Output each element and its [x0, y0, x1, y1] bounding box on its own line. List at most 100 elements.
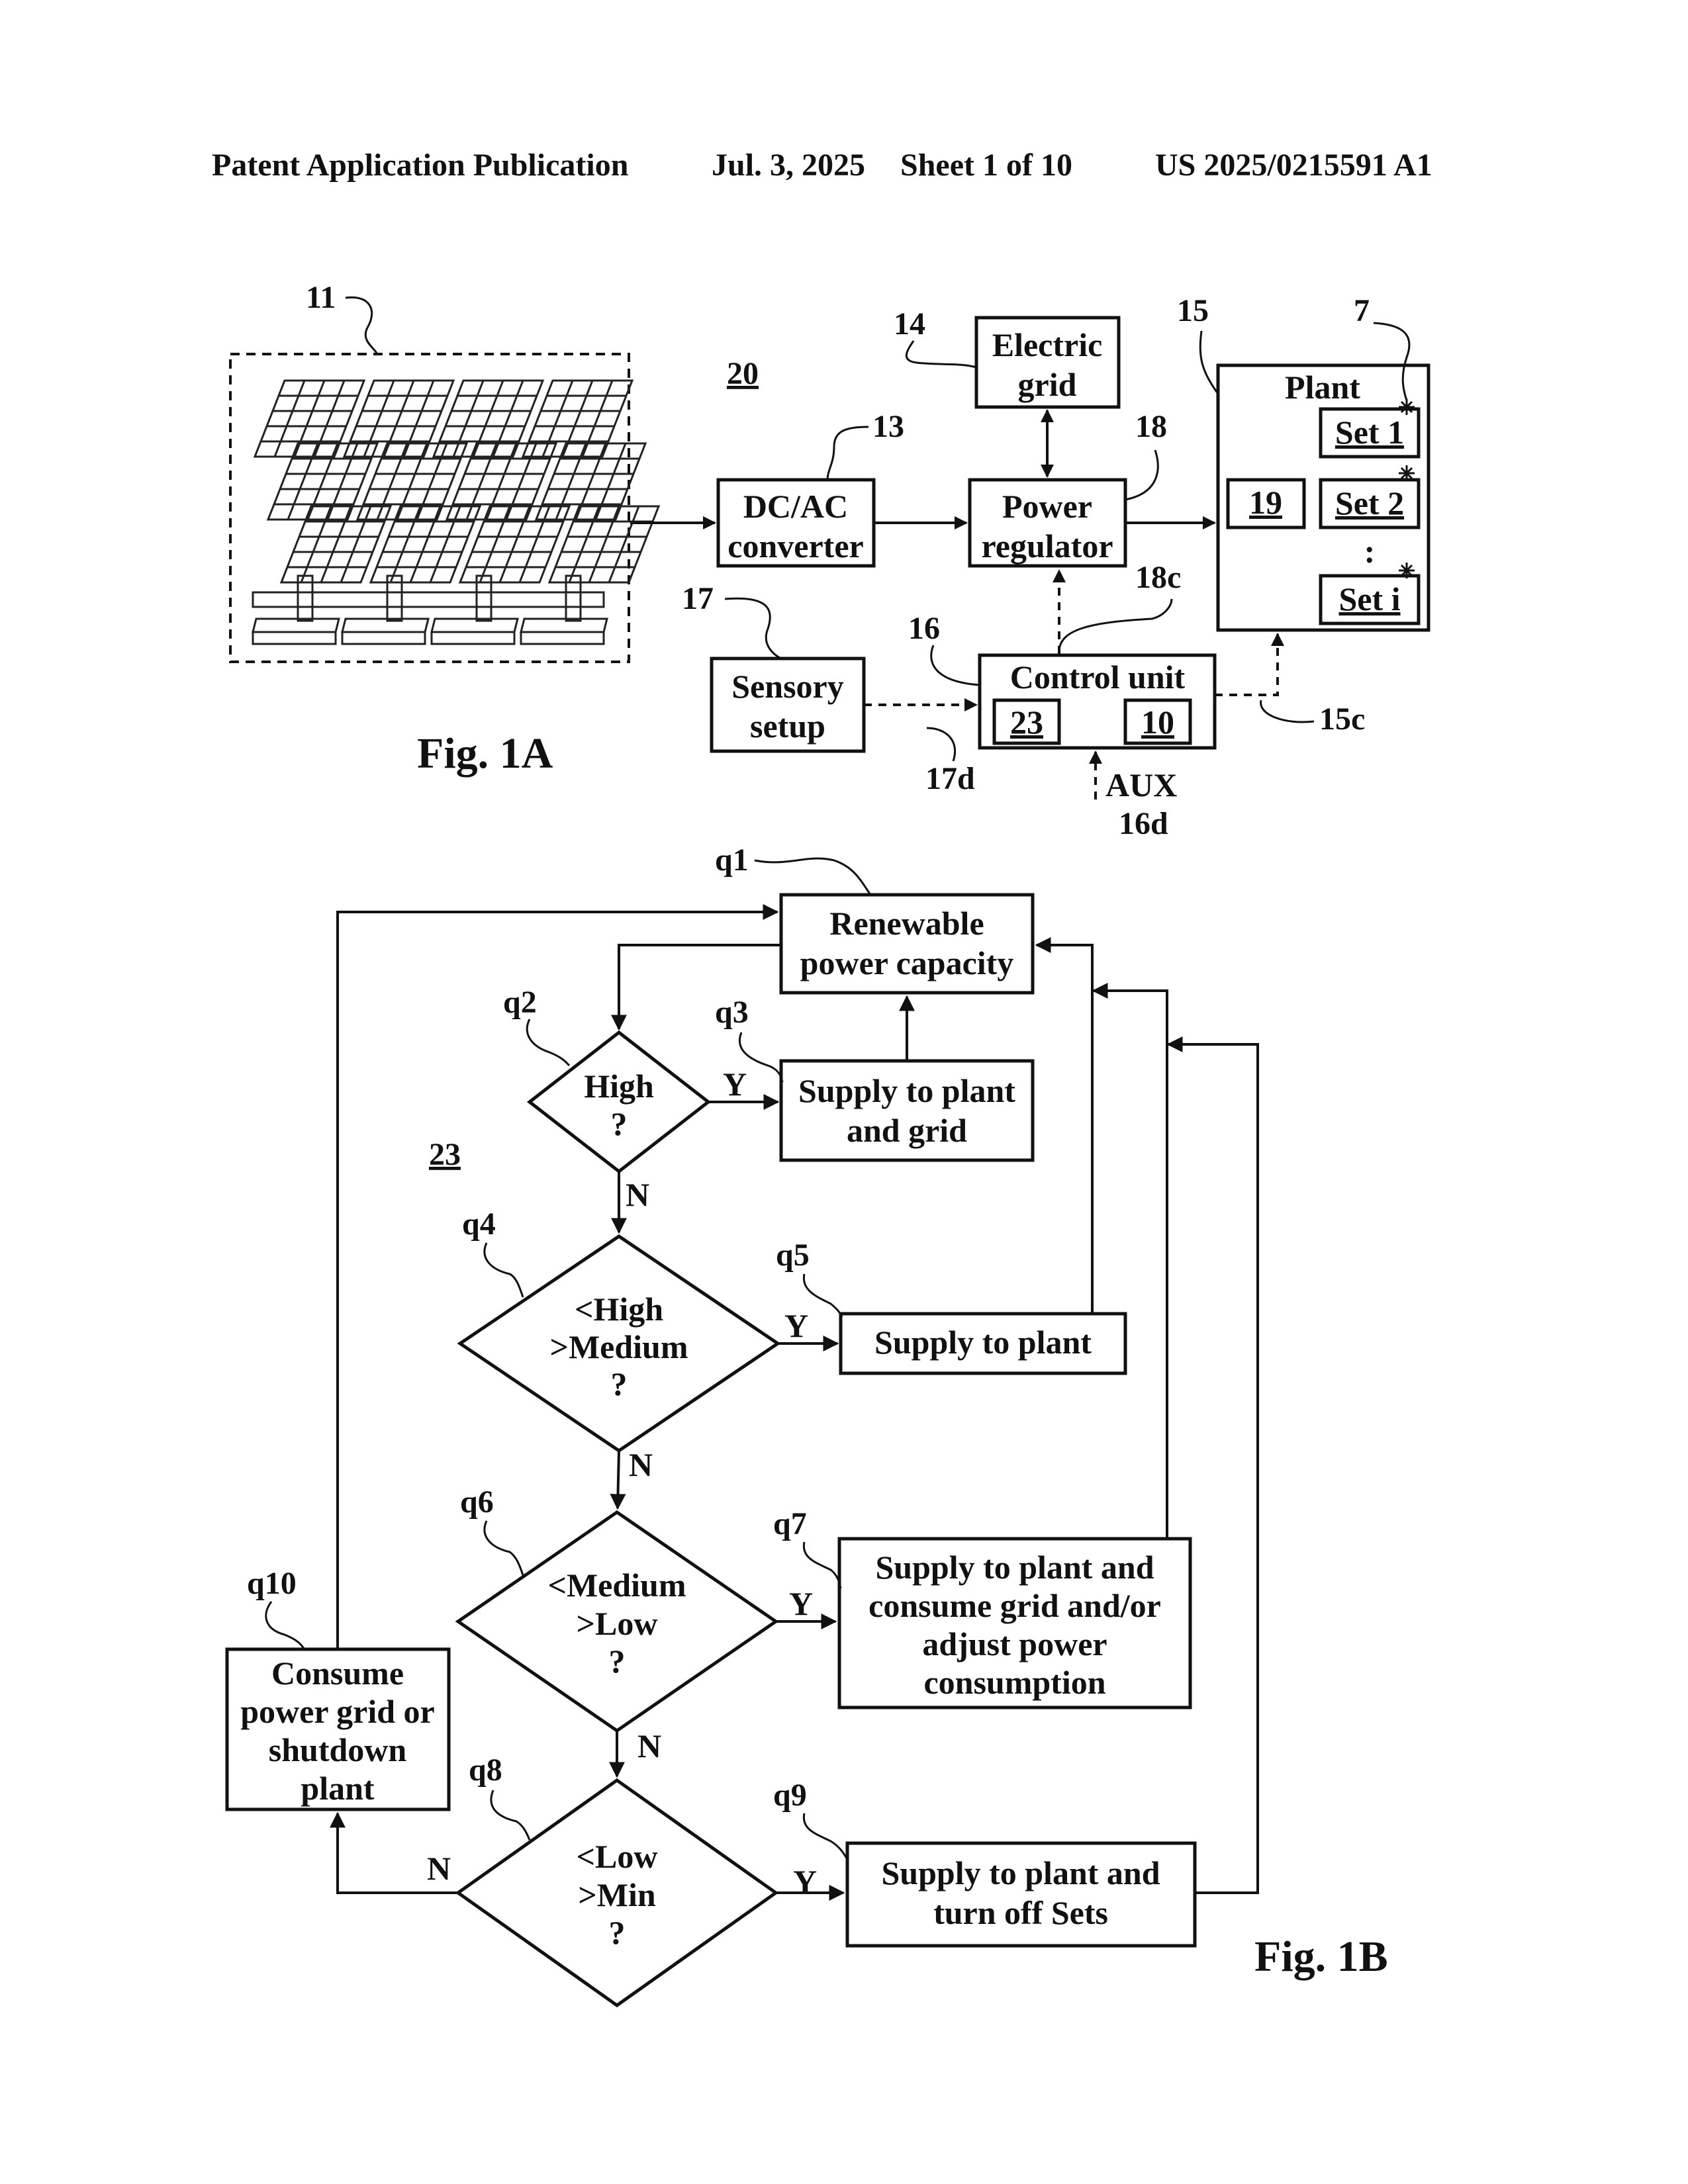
q10-ref: q10 — [247, 1566, 297, 1601]
converter-line2: converter — [727, 527, 863, 565]
q6-yes-label: Y — [789, 1585, 813, 1622]
q10-line1: Consume — [271, 1655, 404, 1692]
plant-ref: 15 — [1177, 293, 1209, 328]
q6-line1: <Medium — [547, 1567, 686, 1604]
figure-1b: 23 Renewable power capacity q1 High ? q2… — [227, 842, 1388, 2005]
q8-yes-label: Y — [793, 1863, 817, 1900]
q6-ref: q6 — [460, 1484, 494, 1520]
aux-ref: 16d — [1119, 806, 1168, 841]
header-number: US 2025/0215591 A1 — [1155, 148, 1432, 183]
set-2-label: Set 2 — [1335, 484, 1404, 522]
q3-line2: and grid — [847, 1112, 967, 1149]
regulator-line2: regulator — [981, 527, 1113, 565]
plant-title: Plant — [1285, 369, 1360, 406]
fig-1b-caption: Fig. 1B — [1254, 1933, 1388, 1981]
q10-line4: plant — [301, 1770, 375, 1807]
converter-ref: 13 — [872, 409, 904, 444]
q5-to-q1-arrow — [1037, 945, 1092, 1314]
q9-line2: turn off Sets — [933, 1894, 1108, 1931]
q7-line3: adjust power — [922, 1625, 1107, 1662]
set-1-label: Set 1 — [1335, 414, 1404, 451]
q4-no-label: N — [629, 1446, 653, 1483]
sets-ellipsis: : — [1364, 533, 1376, 570]
q8-line3: ? — [609, 1914, 626, 1951]
control-leader — [931, 645, 980, 685]
regulator-control-leader — [1059, 599, 1172, 652]
q2-no-label: N — [626, 1176, 649, 1213]
q8-ref: q8 — [469, 1752, 502, 1788]
q4-yes-label: Y — [784, 1307, 808, 1344]
q2-leader — [527, 1019, 569, 1066]
regulator-leader — [1125, 450, 1158, 500]
q7-ref: q7 — [773, 1506, 807, 1541]
q7-to-q1-arrow — [1094, 991, 1167, 1539]
converter-leader — [827, 427, 868, 480]
q6-line3: ? — [609, 1643, 626, 1680]
control-box2-ref: 10 — [1141, 704, 1174, 741]
q7-line4: consumption — [923, 1664, 1105, 1701]
sensory-data-ref: 17d — [925, 761, 975, 796]
q8-no-label: N — [427, 1850, 451, 1887]
sets-ref: 7 — [1354, 293, 1370, 328]
system-ref: 20 — [727, 356, 759, 391]
q4-leader — [485, 1243, 523, 1297]
q1-to-q2-arrow — [619, 945, 781, 1029]
q10-line2: power grid or — [240, 1693, 434, 1730]
q10-leader — [266, 1602, 305, 1649]
grid-line2: grid — [1018, 366, 1077, 403]
q2-line1: High — [584, 1068, 654, 1105]
q5-leader — [804, 1274, 842, 1317]
plant-control-ref: 15c — [1319, 702, 1365, 737]
q8-leader — [491, 1790, 530, 1840]
grid-leader — [906, 341, 976, 367]
sensory-data-leader — [927, 728, 955, 761]
fig-1a-caption: Fig. 1A — [417, 729, 553, 778]
converter-line1: DC/AC — [743, 488, 848, 525]
q8-line1: <Low — [577, 1838, 658, 1875]
regulator-line1: Power — [1002, 488, 1092, 525]
q8-line2: >Min — [578, 1876, 656, 1913]
q1-leader — [755, 858, 870, 895]
q7-line2: consume grid and/or — [868, 1587, 1161, 1624]
grid-ref: 14 — [894, 306, 925, 341]
regulator-ref: 18 — [1135, 409, 1167, 444]
q5-line1: Supply to plant — [874, 1324, 1092, 1361]
q7-leader — [804, 1542, 841, 1588]
header-sheet: Sheet 1 of 10 — [900, 148, 1072, 183]
q4-line3: ? — [611, 1365, 628, 1402]
sensory-line1: Sensory — [731, 668, 843, 705]
q3-line1: Supply to plant — [798, 1072, 1015, 1109]
q5-ref: q5 — [776, 1238, 810, 1273]
sensory-leader — [725, 598, 781, 659]
q9-leader — [804, 1813, 847, 1860]
aux-label: AUX — [1105, 766, 1177, 803]
plant-unit-ref: 19 — [1249, 484, 1282, 521]
q6-no-label: N — [637, 1727, 661, 1764]
control-unit-title: Control unit — [1010, 659, 1186, 696]
q1-line1: Renewable — [829, 905, 984, 942]
algorithm-ref: 23 — [429, 1137, 461, 1172]
q6-leader — [485, 1521, 523, 1575]
q4-line1: <High — [575, 1291, 663, 1328]
sensory-line2: setup — [750, 707, 825, 745]
pv-ref: 11 — [306, 280, 336, 315]
header-date: Jul. 3, 2025 — [712, 148, 865, 183]
q9-to-q1-arrow — [1168, 1044, 1258, 1893]
figure-1a: 11 20 DC/AC converter 13 Electric grid 1… — [230, 280, 1429, 841]
control-box1-ref: 23 — [1010, 704, 1043, 741]
q4-line2: >Medium — [549, 1328, 688, 1365]
solar-panel-array-icon — [253, 381, 659, 644]
q4-ref: q4 — [462, 1206, 496, 1242]
q4-no-to-q6-arrow — [618, 1451, 619, 1508]
q10-line3: shutdown — [269, 1731, 407, 1768]
header-publication: Patent Application Publication — [212, 148, 628, 183]
regulator-control-ref: 18c — [1135, 560, 1181, 595]
control-ref: 16 — [908, 611, 940, 646]
plant-control-leader — [1261, 700, 1314, 722]
q9-line1: Supply to plant and — [881, 1854, 1160, 1891]
grid-line1: Electric — [992, 326, 1103, 363]
q2-line2: ? — [611, 1105, 628, 1142]
q6-line2: >Low — [577, 1605, 658, 1642]
q2-yes-label: Y — [723, 1066, 747, 1103]
